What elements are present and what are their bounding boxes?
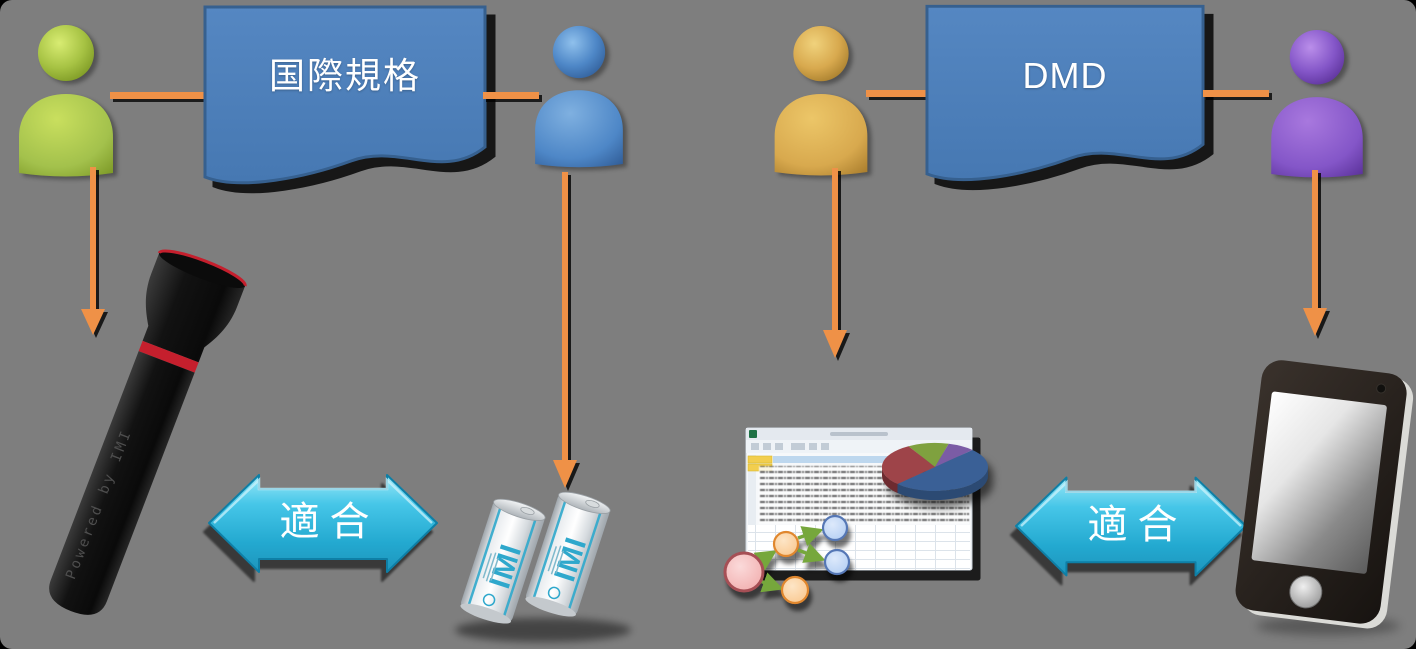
document-intl-standard-shape [203,5,487,185]
graph-node-blue-2 [823,548,851,576]
person-blue-head [552,25,606,79]
conform-arrow-left-bevel [213,477,433,524]
batteries-shadow [455,618,631,642]
arrow-gold-down [823,168,847,358]
arrow-purple-down [1303,170,1327,336]
person-gold-head [793,25,849,82]
battery-1-recycle-icon [482,593,496,607]
smartphone-camera [1376,383,1387,394]
dataset-cluster [723,427,989,605]
battery-2-recycle-icon [547,586,561,600]
connector-doc-to-blue [483,92,539,99]
graph-edge [759,572,784,593]
person-purple-body [1271,97,1363,178]
graph-node-orange-1 [772,530,800,558]
person-gold [774,25,868,176]
person-blue-body [535,90,623,168]
flashlight-body [49,351,195,615]
connector-green-to-doc [110,92,205,99]
smartphone-screen [1251,391,1387,574]
smartphone [1235,360,1414,635]
connector-gold-to-dmd [866,90,926,97]
person-purple [1271,29,1363,178]
smartphone-home-button [1289,575,1323,609]
person-green [19,25,113,177]
conform-arrow-left-label: 適合 [279,500,380,544]
arrow-green-down [81,167,105,335]
graph-node-pink [723,551,765,593]
batteries: IMI IMI [455,491,631,642]
pie-chart [881,442,989,501]
person-purple-head [1289,29,1345,85]
selected-row [773,456,969,463]
conform-arrow-right-bevel [1020,479,1242,527]
graph-nodes [723,514,851,605]
graph-edge [797,526,824,546]
graph-node-orange-2 [780,575,810,605]
battery-1: IMI [460,498,546,624]
conform-arrow-right [1015,476,1247,577]
highlighted-cells [747,455,773,464]
connector-dmd-to-purple [1203,90,1269,97]
excel-icon [749,430,757,438]
battery-2: IMI [525,491,611,617]
person-gold-body [774,94,868,176]
pie-slice-green [908,442,949,467]
flashlight-ring-neck [138,340,199,373]
pie-slice-red [881,446,935,484]
document-intl-standard [203,5,487,185]
conform-arrow-right-label: 適合 [1087,503,1188,547]
graph-edge [797,543,826,563]
person-blue [535,25,623,168]
person-green-body [19,94,113,177]
document-dmd [925,4,1205,182]
flashlight-ring-top [157,249,247,287]
flashlight-lens [159,250,246,288]
arrow-blue-down [553,172,577,488]
document-dmd-shape [925,4,1205,182]
document-dmd-label: DMD [1022,55,1108,96]
graph-node-blue-1 [821,514,849,542]
document-intl-standard-label: 国際規格 [268,55,421,96]
flashlight: Powered by IMI [49,249,247,615]
conform-arrow-left [208,474,438,573]
pie-slice-purple [935,443,973,467]
pie-slice-blue [897,450,989,492]
person-green-head [38,25,94,81]
